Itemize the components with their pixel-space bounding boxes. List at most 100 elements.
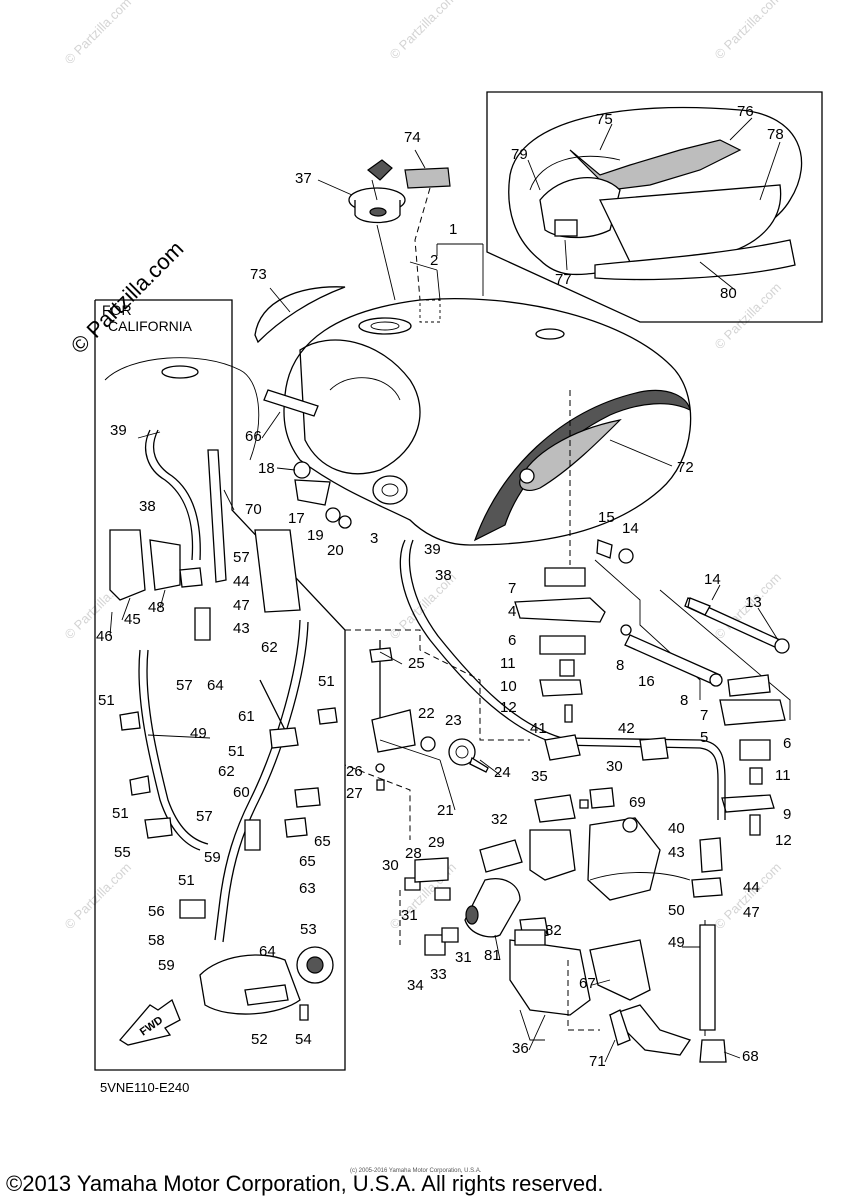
callout-labels: 1 2 3 4 5 6 6 7 7 8 8 9 10 11 11 12 12 1… [96,103,792,1070]
callout: 33 [430,966,447,983]
callout: 13 [745,594,762,611]
callout: 51 [228,743,245,760]
callout: 29 [428,834,445,851]
callout: 28 [405,845,422,862]
callout: 36 [512,1040,529,1057]
watermark: © Partzilla.com [712,0,785,62]
callout: 71 [589,1053,606,1070]
callout: 7 [508,580,516,597]
callout: 45 [124,611,141,628]
callout: 48 [148,599,165,616]
watermarks: © Partzilla.com © Partzilla.com © Partzi… [62,0,785,932]
grommet [293,461,311,479]
callout: 6 [508,632,516,649]
callout: 26 [346,763,363,780]
callout: 65 [299,853,316,870]
callout: 27 [346,785,363,802]
callout: 68 [742,1048,759,1065]
callout: 77 [555,271,572,288]
callout: 30 [382,857,399,874]
callout: 14 [622,520,639,537]
callout: 8 [616,657,624,674]
callout: 7 [700,707,708,724]
callout: 38 [435,567,452,584]
callout: 67 [579,975,596,992]
callout: 50 [668,902,685,919]
callout: 51 [178,872,195,889]
callout: 63 [299,880,316,897]
small-copyright: (c) 2005-2016 Yamaha Motor Corporation, … [350,1168,482,1174]
callout: 62 [261,639,278,656]
callout: 35 [531,768,548,785]
callout: 69 [629,794,646,811]
callout: 51 [112,805,129,822]
callout: 1 [449,221,457,238]
diagram-code: 5VNE110-E240 [100,1080,189,1095]
callout: 75 [596,111,613,128]
callout: 59 [204,849,221,866]
leader-lines [109,117,781,1063]
callout: 66 [245,428,262,445]
callout: 24 [494,764,511,781]
california-panel [94,299,346,1071]
california-label-line2: CALIFORNIA [108,318,193,334]
callout: 41 [530,720,547,737]
watermark: © Partzilla.com [387,0,460,62]
bracket-assembly-right [567,817,727,1063]
callout: 57 [233,549,250,566]
callout: 10 [500,678,517,695]
watermark: © Partzilla.com [62,0,135,67]
caution-label [404,167,451,189]
callout: 12 [500,699,517,716]
callout: 72 [677,459,694,476]
knee-pad [254,286,346,344]
tank-emblem-inset [486,91,823,323]
watermark: © Partzilla.com [62,860,135,933]
callout: 43 [668,844,685,861]
callout: 52 [251,1031,268,1048]
callout: 6 [783,735,791,752]
callout: 44 [233,573,250,590]
callout: 43 [233,620,250,637]
callout: 61 [238,708,255,725]
callout: 53 [300,921,317,938]
damper [372,475,408,505]
callout: 2 [430,252,438,269]
callout: 44 [743,879,760,896]
callout: 78 [767,126,784,143]
callout: 64 [259,943,276,960]
callout: 25 [408,655,425,672]
callout: 55 [114,844,131,861]
callout: 65 [314,833,331,850]
callout: 46 [96,628,113,645]
callout: 74 [404,129,421,146]
callout: 15 [598,509,615,526]
callout: 14 [704,571,721,588]
callout: 23 [445,712,462,729]
callout: 18 [258,460,275,477]
callout: 57 [176,677,193,694]
california-label-line1: FOR [102,302,132,318]
callout: 19 [307,527,324,544]
hose-piece [263,389,319,417]
callout: 82 [545,922,562,939]
callout: 57 [196,808,213,825]
callout: 12 [775,832,792,849]
footer-copyright: ©2013 Yamaha Motor Corporation, U.S.A. A… [6,1171,603,1196]
callout: 49 [190,725,207,742]
callout: 20 [327,542,344,559]
callout: 34 [407,977,424,994]
callout: 58 [148,932,165,949]
callout: 21 [437,802,454,819]
fuel-pump-group [399,787,615,1041]
fuel-valve-group [344,629,530,840]
callout: 37 [295,170,312,187]
callout: 4 [508,603,516,620]
callout: 22 [418,705,435,722]
callout: 5 [700,729,708,746]
callout: 16 [638,673,655,690]
callout: 59 [158,957,175,974]
callout: 39 [110,422,127,439]
callout: 3 [370,530,378,547]
fuel-hoses [399,539,726,820]
